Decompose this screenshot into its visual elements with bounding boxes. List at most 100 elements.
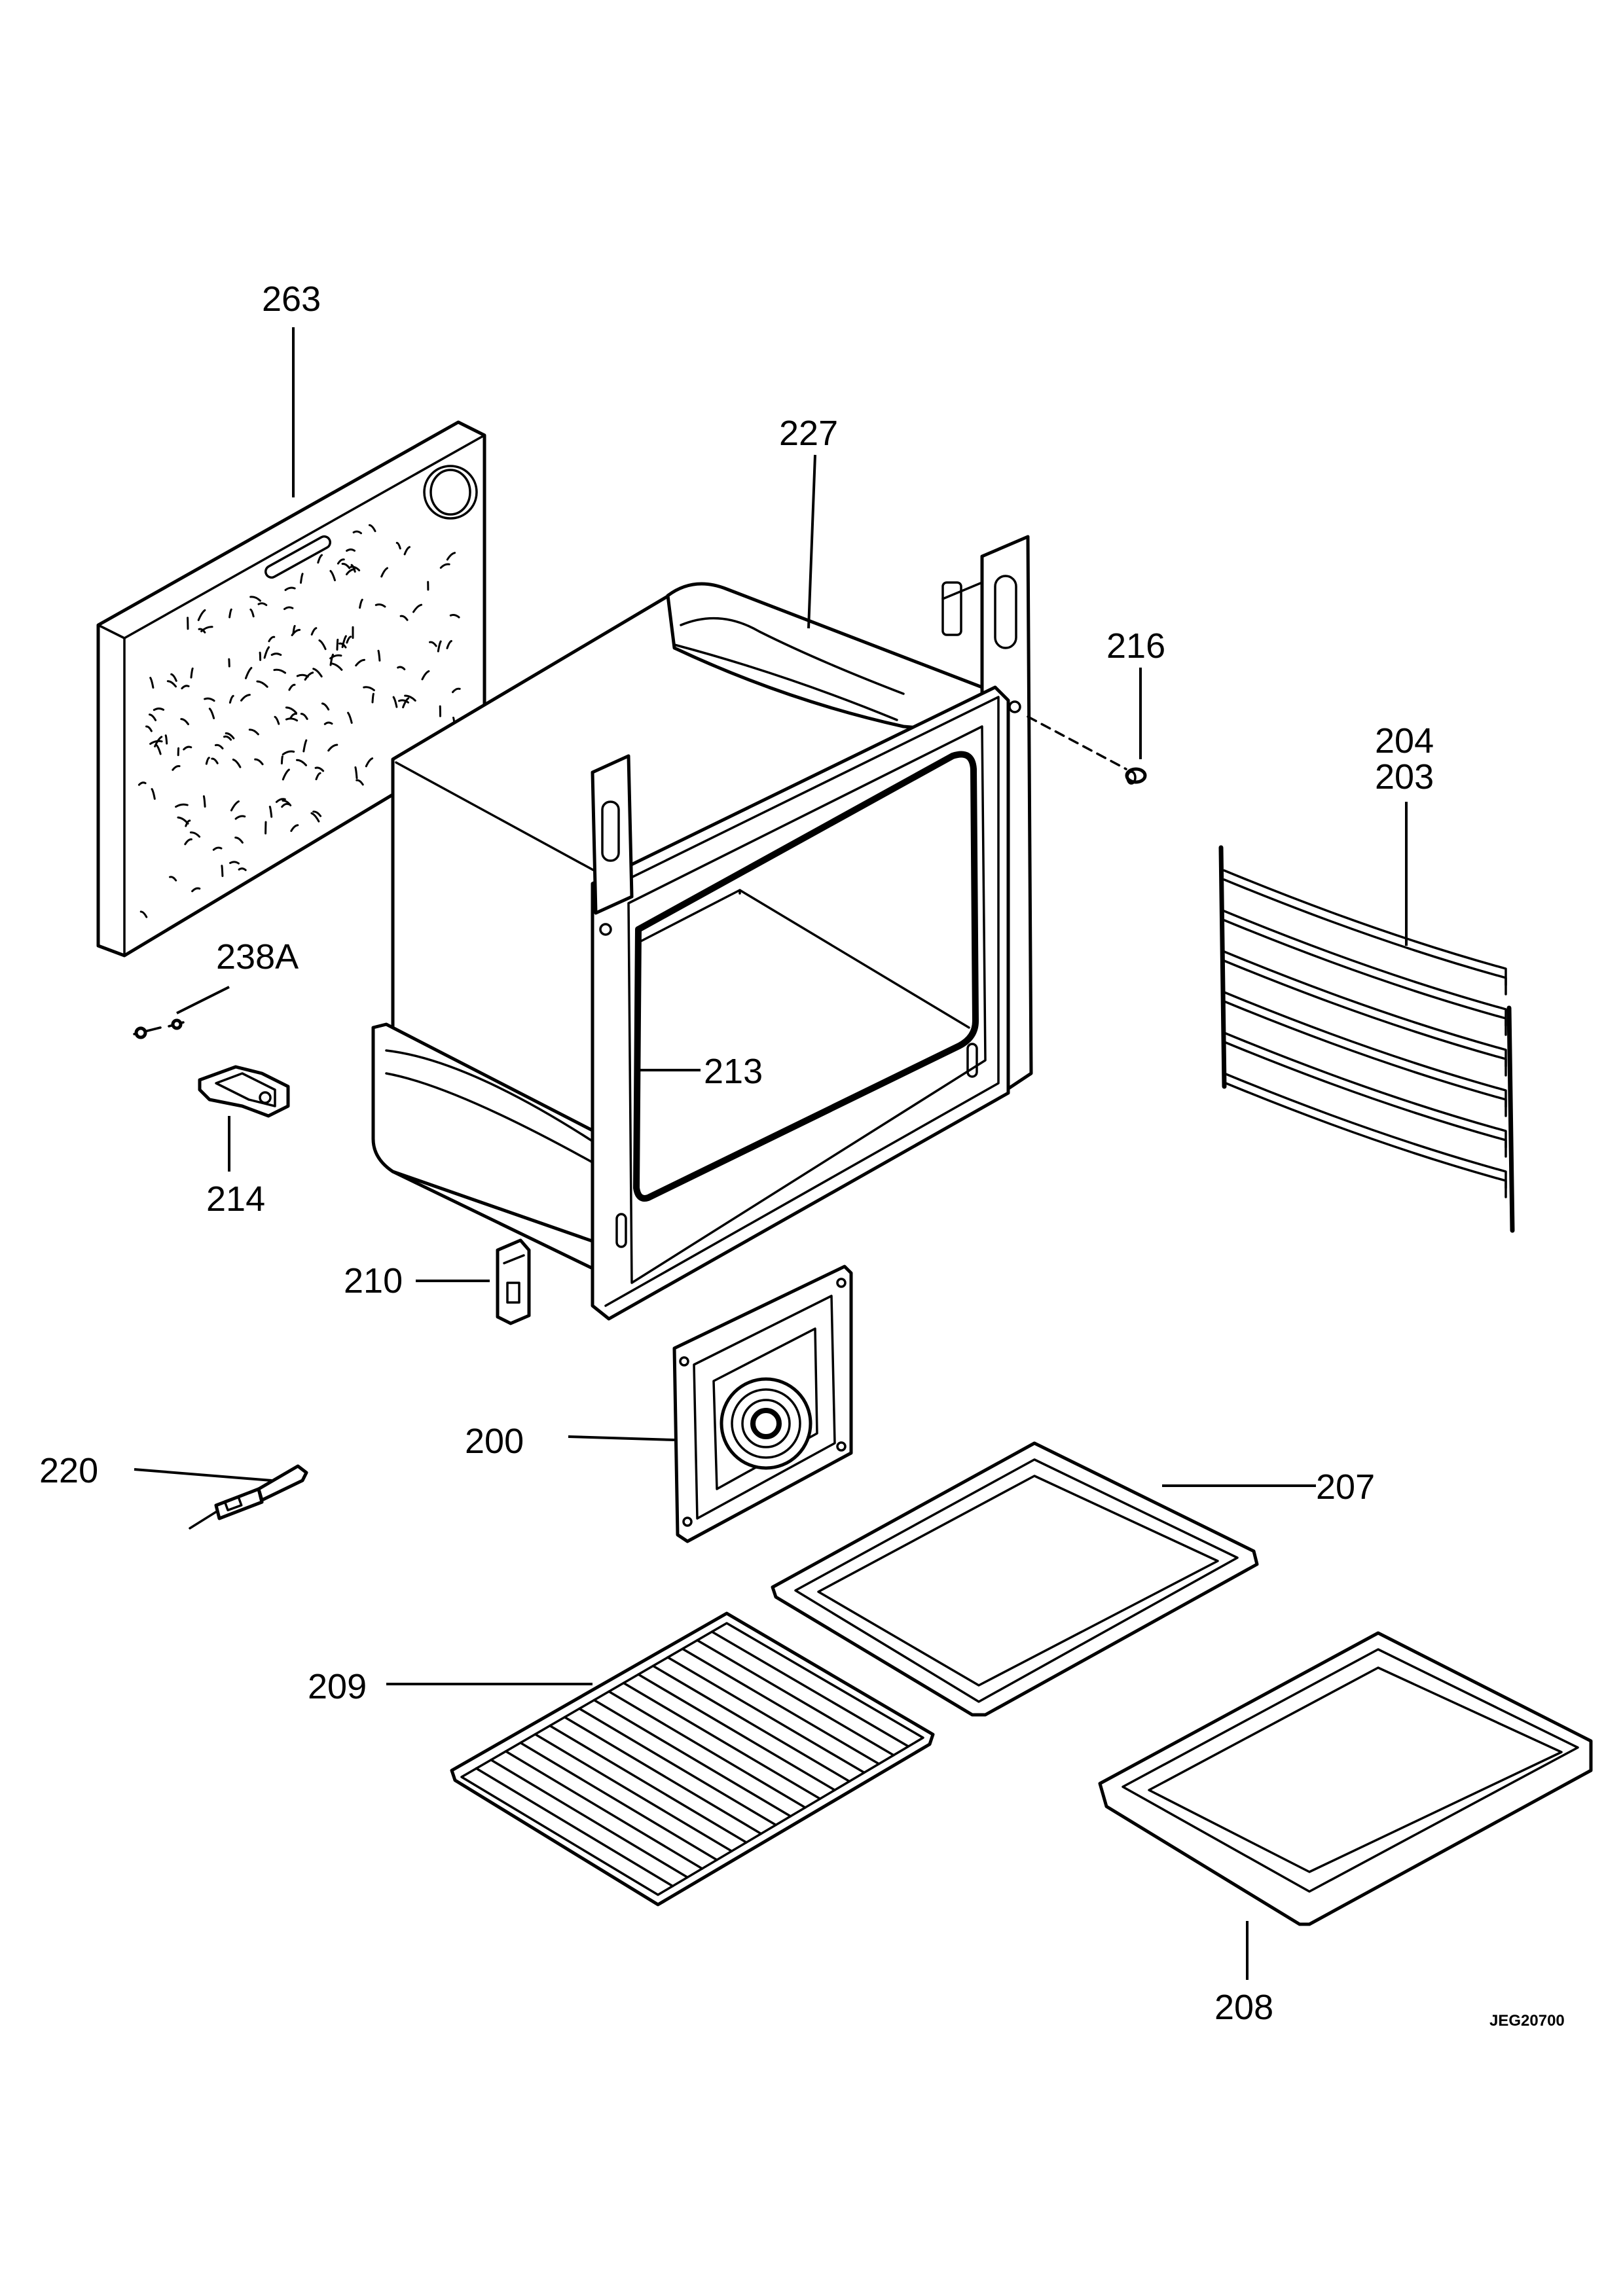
label-214: 214 [206, 1179, 265, 1219]
texture-speck [172, 764, 181, 771]
drawing-code: JEG20700 [1489, 2012, 1565, 2030]
grid-bar [710, 1630, 910, 1748]
texture-speck [350, 564, 356, 573]
texture-speck [149, 677, 155, 689]
texture-speck [259, 651, 262, 661]
label-227: 227 [779, 414, 838, 453]
texture-speck [449, 613, 460, 619]
texture-speck [275, 798, 286, 803]
texture-speck [284, 586, 296, 591]
label-208: 208 [1214, 1988, 1273, 2027]
texture-speck [302, 739, 308, 753]
texture-speck [154, 736, 163, 747]
texture-speck [145, 725, 153, 732]
texture-speck [149, 740, 163, 745]
grid-bar [666, 1656, 866, 1774]
texture-speck [191, 887, 201, 893]
texture-speck [238, 867, 247, 871]
rack-runner-wire [1223, 950, 1507, 1067]
texture-speck [446, 552, 456, 561]
texture-speck [377, 649, 381, 662]
texture-speck [184, 838, 192, 846]
label-207: 207 [1316, 1467, 1375, 1507]
rack-runner-wire [1223, 1081, 1507, 1198]
grid-bar [563, 1715, 763, 1835]
texture-speck [204, 697, 215, 702]
texture-speck [368, 524, 376, 532]
label-210: 210 [344, 1261, 403, 1300]
texture-speck [312, 668, 323, 678]
texture-speck [363, 686, 375, 692]
texture-speck [402, 697, 410, 709]
texture-speck [282, 750, 295, 756]
part-213-door-seal [633, 751, 979, 1202]
rack-runner-wire [1223, 910, 1507, 1027]
texture-speck [225, 732, 235, 740]
label-209: 209 [308, 1667, 367, 1706]
leader-227 [807, 454, 816, 629]
texture-speck [292, 624, 296, 635]
texture-speck [249, 596, 261, 602]
rack-runner-wire [1223, 869, 1507, 986]
texture-speck [399, 615, 409, 621]
texture-speck [164, 734, 168, 745]
texture-speck [354, 766, 358, 780]
texture-speck [296, 759, 307, 766]
texture-speck [437, 640, 442, 653]
label-213: 213 [704, 1052, 763, 1091]
texture-speck [300, 573, 304, 584]
texture-speck [190, 667, 194, 679]
texture-speck [230, 800, 240, 812]
texture-speck [323, 721, 333, 725]
texture-speck [346, 568, 356, 575]
texture-speck [321, 702, 330, 711]
rack-runner-wire [1223, 960, 1507, 1077]
texture-speck [429, 641, 437, 647]
texture-speck [365, 757, 374, 768]
part-210-door-switch [416, 1238, 531, 1325]
texture-speck [169, 876, 177, 882]
texture-speck [229, 861, 240, 865]
texture-speck [139, 910, 148, 918]
texture-speck [341, 635, 347, 649]
grid-bar [593, 1698, 792, 1818]
texture-speck [181, 685, 190, 690]
texture-speck [197, 609, 206, 621]
texture-speck [421, 670, 430, 681]
rack-runner-wire [1223, 1041, 1507, 1158]
texture-speck [208, 708, 215, 719]
texture-speck [314, 766, 325, 772]
texture-speck [403, 546, 410, 556]
part-207-tray [771, 1441, 1316, 1717]
texture-speck [223, 735, 232, 741]
texture-speck [404, 694, 416, 702]
texture-speck [170, 673, 177, 682]
texture-speck [356, 779, 364, 786]
grid-bar [549, 1724, 748, 1844]
texture-speck [256, 680, 268, 688]
texture-speck [289, 713, 297, 719]
texture-speck [346, 548, 356, 552]
texture-speck [347, 711, 353, 724]
texture-speck [329, 654, 342, 660]
texture-speck [212, 846, 223, 851]
texture-speck [398, 699, 409, 704]
texture-speck [282, 768, 290, 781]
rack-runner-wire [1223, 878, 1507, 996]
texture-speck [232, 759, 242, 768]
texture-speck [175, 803, 189, 808]
texture-speck [151, 788, 156, 800]
texture-speck [331, 662, 343, 671]
texture-speck [221, 865, 224, 877]
texture-speck [395, 541, 401, 550]
part-203-204-side-racks [1218, 802, 1515, 1233]
label-220: 220 [39, 1451, 98, 1490]
rack-runner-wire [1223, 1072, 1507, 1189]
texture-speck [312, 810, 322, 817]
texture-speck [189, 831, 201, 838]
texture-speck [350, 565, 361, 571]
texture-speck [270, 653, 282, 656]
texture-speck [282, 799, 292, 806]
texture-speck [337, 558, 345, 565]
texture-speck [446, 639, 452, 649]
